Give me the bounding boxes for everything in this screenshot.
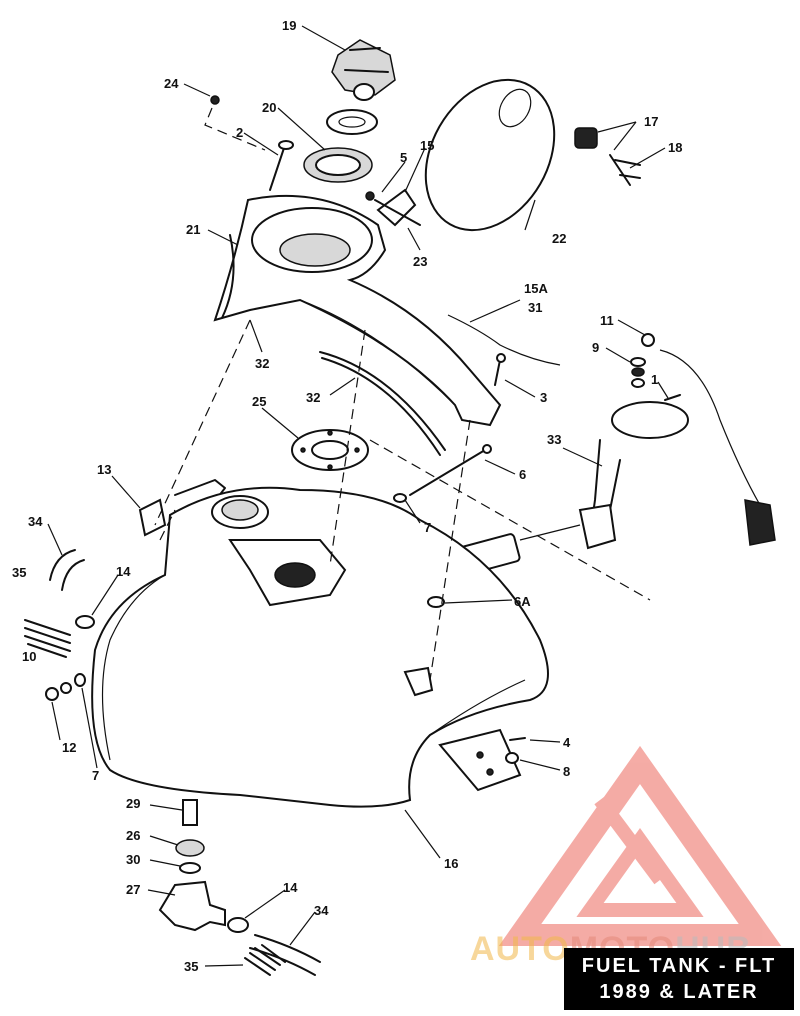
cover-plate-part-22 <box>424 78 556 232</box>
lock-part-17 <box>574 127 641 186</box>
title-box: FUEL TANK - FLT 1989 & LATER <box>564 948 794 1010</box>
callout-9: 9 <box>592 340 599 355</box>
callout-26: 26 <box>126 828 140 843</box>
callout-30: 30 <box>126 852 140 867</box>
callout-1: 1 <box>651 372 658 387</box>
title-line-1: FUEL TANK - FLT <box>581 955 777 977</box>
clamp-part-14-left <box>75 615 95 629</box>
callout-8: 8 <box>563 764 570 779</box>
nut-part-12 <box>45 687 59 701</box>
fuel-cap-part-19 <box>331 39 396 101</box>
callout-5: 5 <box>400 150 407 165</box>
washer-part-30 <box>179 862 201 874</box>
callout-13: 13 <box>97 462 111 477</box>
washer-part-7-left <box>74 673 86 687</box>
leader-lines <box>47 25 669 967</box>
petcock-part-27 <box>158 880 226 932</box>
callout-32-b: 32 <box>306 390 320 405</box>
screw-part-24 <box>210 95 220 105</box>
nut-part-26 <box>175 839 205 857</box>
callout-10: 10 <box>22 649 36 664</box>
callout-17: 17 <box>644 114 658 129</box>
clamp-part-14-bottom <box>227 917 249 933</box>
callout-15: 15 <box>420 138 434 153</box>
washer-part-7 <box>393 493 407 503</box>
callout-20: 20 <box>262 100 276 115</box>
callout-23: 23 <box>413 254 427 269</box>
console-part-21 <box>213 194 502 427</box>
screw-part-3 <box>494 359 501 386</box>
callout-22: 22 <box>552 231 566 246</box>
callout-4: 4 <box>563 735 571 750</box>
callout-18: 18 <box>668 140 682 155</box>
washer-part-8 <box>505 752 519 764</box>
callout-14-a: 14 <box>116 564 131 579</box>
bracket-part-23 <box>365 188 421 227</box>
spring-part-35-left <box>24 619 71 658</box>
callout-25: 25 <box>252 394 266 409</box>
nut-part-11 <box>641 333 655 347</box>
watermark-logo <box>498 745 782 946</box>
callout-24: 24 <box>164 76 179 91</box>
callout-16: 16 <box>444 856 458 871</box>
hose-part-34-left <box>49 549 76 581</box>
callout-7-a: 7 <box>424 520 431 535</box>
callout-11: 11 <box>600 313 614 328</box>
callout-6: 6 <box>519 467 526 482</box>
callout-12: 12 <box>62 740 76 755</box>
washer-part-9 <box>630 357 646 367</box>
sender-unit-part-33 <box>457 349 776 576</box>
callout-34-b: 34 <box>314 903 329 918</box>
callout-33: 33 <box>547 432 561 447</box>
strip-part-32 <box>319 351 446 451</box>
callout-35-b: 35 <box>184 959 198 974</box>
title-line-2: 1989 & LATER <box>599 981 759 1003</box>
spring-part-35-bottom <box>244 944 286 976</box>
callout-32-a: 32 <box>255 356 269 371</box>
bolt-part-6 <box>409 449 486 496</box>
bolt-part-4 <box>509 737 526 741</box>
callout-19: 19 <box>282 18 296 33</box>
hose-part-34-bottom <box>254 934 321 963</box>
callout-14-b: 14 <box>283 880 298 895</box>
callout-35-a: 35 <box>12 565 26 580</box>
callout-31: 31 <box>528 300 542 315</box>
callout-21: 21 <box>186 222 200 237</box>
callout-29: 29 <box>126 796 140 811</box>
callout-3: 3 <box>540 390 547 405</box>
washer-part-6a <box>427 596 445 608</box>
callout-6a: 6A <box>514 594 531 609</box>
callout-27: 27 <box>126 882 140 897</box>
gasket-part-20 <box>326 109 378 135</box>
callout-2: 2 <box>236 125 243 140</box>
callout-7-b: 7 <box>92 768 99 783</box>
gasket-part-25 <box>291 429 369 471</box>
watermark-part-auto: AUTO <box>470 930 570 968</box>
wire-part-31 <box>447 314 561 366</box>
bolt-part-2 <box>269 140 294 191</box>
callout-34-a: 34 <box>28 514 43 529</box>
washer-part-10 <box>60 682 72 694</box>
clip-part-13 <box>138 498 167 537</box>
fitting-part-29 <box>182 799 198 826</box>
screw-part-1 <box>664 394 681 401</box>
fuel-tank-part-16 <box>91 486 549 808</box>
callout-15a: 15A <box>524 281 548 296</box>
